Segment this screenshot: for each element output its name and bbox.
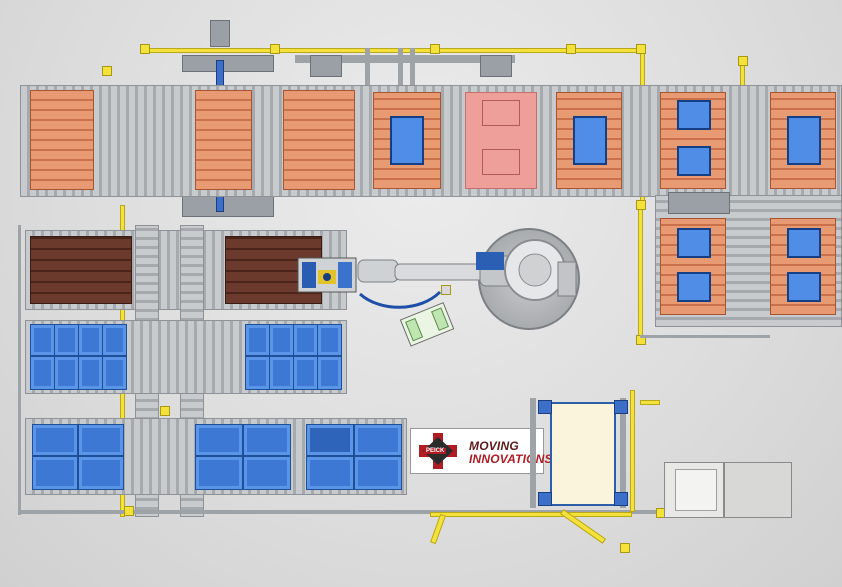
vertical-support <box>410 48 415 93</box>
wrapper-frame <box>620 398 626 508</box>
fence-post <box>620 543 630 553</box>
tote <box>306 424 354 456</box>
tote <box>102 356 127 390</box>
tote <box>354 456 402 490</box>
wrapper-corner <box>614 492 628 506</box>
company-logo: PEICK MOVING INNOVATIONS <box>410 428 553 474</box>
transfer-unit <box>310 55 342 77</box>
tote <box>787 228 821 258</box>
fence-post <box>270 44 280 54</box>
tote <box>269 324 294 356</box>
stretch-wrap-station <box>550 402 616 506</box>
tote <box>677 146 711 176</box>
tote <box>78 456 124 490</box>
tote <box>354 424 402 456</box>
fence-post <box>636 200 646 210</box>
tote <box>30 324 55 356</box>
tote <box>54 324 79 356</box>
right-side-fence <box>638 200 643 342</box>
fence-post <box>636 44 646 54</box>
tote <box>195 424 243 456</box>
fence-post <box>160 406 170 416</box>
fence-post <box>102 66 112 76</box>
tote <box>78 324 103 356</box>
fence-post <box>566 44 576 54</box>
layer-sheet <box>482 149 520 175</box>
tote <box>306 456 354 490</box>
stretch-wrapper-icon <box>399 302 455 347</box>
tote <box>245 324 270 356</box>
fence-post <box>441 285 451 295</box>
pallet <box>283 90 355 190</box>
tote <box>243 456 291 490</box>
bottom-rail <box>18 510 658 514</box>
transfer-unit <box>480 55 512 77</box>
wrapper-frame <box>530 398 536 508</box>
gantry-frame <box>182 55 274 72</box>
tote <box>390 116 424 165</box>
wrapper-corner <box>538 400 552 414</box>
tote <box>54 356 79 390</box>
tote <box>317 324 342 356</box>
empty-pallet <box>30 236 132 304</box>
fence-post <box>738 56 748 66</box>
control-cabinet-icon <box>724 462 792 518</box>
tote <box>677 100 711 130</box>
tote <box>195 456 243 490</box>
pallet-with-tote <box>770 92 836 189</box>
bottom-guard-fence <box>430 512 632 517</box>
tote <box>787 272 821 302</box>
tote <box>30 356 55 390</box>
tote <box>677 272 711 302</box>
wrapper-corner <box>538 492 552 506</box>
tote <box>102 324 127 356</box>
logo-tagline-1: MOVING <box>469 439 519 453</box>
tote <box>78 424 124 456</box>
fence-post <box>140 44 150 54</box>
layer-sheet <box>482 100 520 126</box>
tote <box>243 424 291 456</box>
wrapper-fence <box>640 400 660 405</box>
pallet-with-tote <box>556 92 622 189</box>
wrapper-corner <box>614 400 628 414</box>
left-edge-rail <box>18 225 21 515</box>
logo-brand-name: PEICK <box>424 448 447 454</box>
tote <box>245 356 270 390</box>
wrapper-fence <box>630 390 635 512</box>
tote <box>677 228 711 258</box>
fence-post <box>124 506 134 516</box>
vertical-support <box>365 48 370 93</box>
pallet <box>195 90 252 190</box>
transfer-station <box>668 192 730 214</box>
tote <box>269 356 294 390</box>
tote <box>32 424 78 456</box>
tote <box>293 356 318 390</box>
logo-tagline-2: INNOVATIONS <box>469 452 553 466</box>
tote <box>317 356 342 390</box>
tote <box>32 456 78 490</box>
gripper-icon <box>297 257 357 293</box>
bottom-fence-line <box>640 335 770 338</box>
robot-arm-icon <box>357 239 577 309</box>
top-transfer-rail <box>295 55 515 63</box>
control-cabinet-icon <box>664 462 724 518</box>
gantry-frame <box>182 195 274 217</box>
fence-post <box>430 44 440 54</box>
gantry-hoist <box>210 20 230 47</box>
empty-pallet <box>225 236 322 304</box>
diagonal-fence <box>430 513 446 545</box>
pallet <box>30 90 94 190</box>
vertical-support <box>398 48 403 93</box>
tote <box>78 356 103 390</box>
tote <box>573 116 607 165</box>
cabinet-door <box>675 469 717 511</box>
tote <box>787 116 821 165</box>
